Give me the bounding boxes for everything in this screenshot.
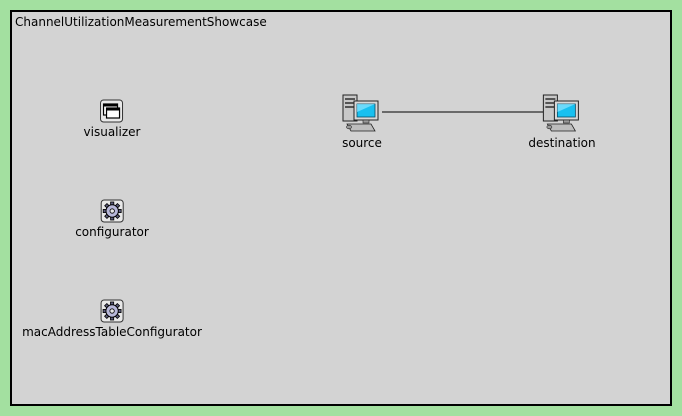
workstation-computer-icon: [341, 92, 383, 134]
configurator-node[interactable]: configurator: [75, 199, 149, 239]
workstation-computer-icon: [541, 92, 583, 134]
destination-label: destination: [528, 136, 596, 150]
destination-node[interactable]: destination: [528, 92, 596, 150]
visualizer-label: visualizer: [83, 125, 141, 139]
gear-icon: [100, 199, 124, 223]
network-canvas[interactable]: ChannelUtilizationMeasurementShowcase vi…: [10, 10, 672, 406]
source-label: source: [342, 136, 382, 150]
source-node[interactable]: source: [341, 92, 383, 150]
link-source-destination[interactable]: [382, 111, 562, 115]
mac-address-table-configurator-node[interactable]: macAddressTableConfigurator: [22, 299, 202, 339]
gear-icon: [100, 299, 124, 323]
visualizer-window-icon: [100, 99, 124, 123]
configurator-label: configurator: [75, 225, 149, 239]
mac-address-table-configurator-label: macAddressTableConfigurator: [22, 325, 202, 339]
visualizer-node[interactable]: visualizer: [83, 99, 141, 139]
network-title: ChannelUtilizationMeasurementShowcase: [15, 15, 267, 29]
